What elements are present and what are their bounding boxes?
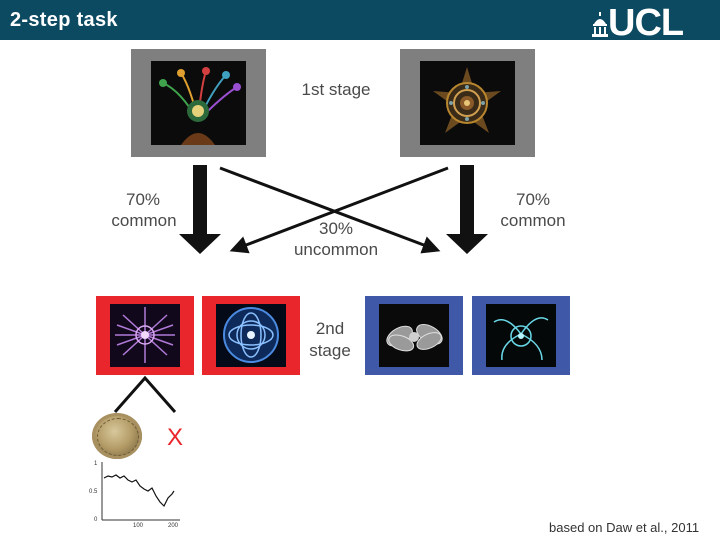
- fractal-image-right: [420, 61, 515, 145]
- right-common-arrow: [446, 165, 488, 254]
- star-fractal-icon: [110, 304, 180, 367]
- purple-fractal-image: [110, 304, 180, 367]
- second-stage-blue-option-1[interactable]: [365, 296, 463, 375]
- cyan-swirl-fractal-image: [486, 304, 556, 367]
- swirl-fractal-icon: [486, 304, 556, 367]
- citation-text: based on Daw et al., 2011: [549, 520, 700, 535]
- y-tick-05: 0.5: [89, 489, 98, 495]
- second-stage-blue-option-2[interactable]: [472, 296, 570, 375]
- ucl-logo-text: UCL: [608, 2, 684, 44]
- first-stage-label: 1st stage: [301, 80, 371, 99]
- left-common-arrow: [179, 165, 221, 254]
- uncommon-word: uncommon: [293, 240, 379, 259]
- gray-petal-fractal-image: [379, 304, 449, 367]
- second-stage-red-option-2[interactable]: [202, 296, 300, 375]
- uncommon-arrow-right-to-left: [229, 166, 449, 254]
- left-common-word: common: [111, 211, 177, 230]
- right-common-word: common: [500, 211, 566, 230]
- coin-reward-icon: [92, 413, 142, 459]
- petal-fractal-icon: [379, 304, 449, 367]
- title-bar: 2-step task UCL: [0, 0, 720, 44]
- mandala-fractal-icon: [420, 61, 515, 145]
- orb-fractal-icon: [216, 304, 286, 367]
- first-stage-option-right[interactable]: [400, 49, 535, 157]
- x-tick-100: 100: [133, 523, 144, 529]
- ucl-logo: UCL: [590, 2, 702, 44]
- left-common-percent: 70%: [125, 190, 161, 209]
- y-tick-0: 0: [94, 517, 98, 523]
- uncommon-percent: 30%: [318, 219, 354, 238]
- second-stage-red-option-1[interactable]: [96, 296, 194, 375]
- multiply-symbol: X: [167, 424, 184, 451]
- blue-orb-fractal-image: [216, 304, 286, 367]
- reward-probability-chart: 1 0.5 0 100 200: [89, 461, 180, 529]
- coin-rim: [97, 418, 139, 456]
- second-stage-label-line2: stage: [309, 341, 351, 360]
- right-common-percent: 70%: [515, 190, 551, 209]
- flower-fractal-icon: [151, 61, 246, 145]
- slide-title: 2-step task: [10, 9, 118, 31]
- first-stage-option-left[interactable]: [131, 49, 266, 157]
- second-stage-label-line1: 2nd: [315, 319, 345, 338]
- x-tick-200: 200: [168, 523, 179, 529]
- reward-probability-line: [103, 474, 175, 508]
- uncommon-arrow-left-to-right: [219, 166, 441, 254]
- fractal-image-left: [151, 61, 246, 145]
- dome-icon: [592, 12, 608, 37]
- y-tick-1: 1: [94, 461, 98, 467]
